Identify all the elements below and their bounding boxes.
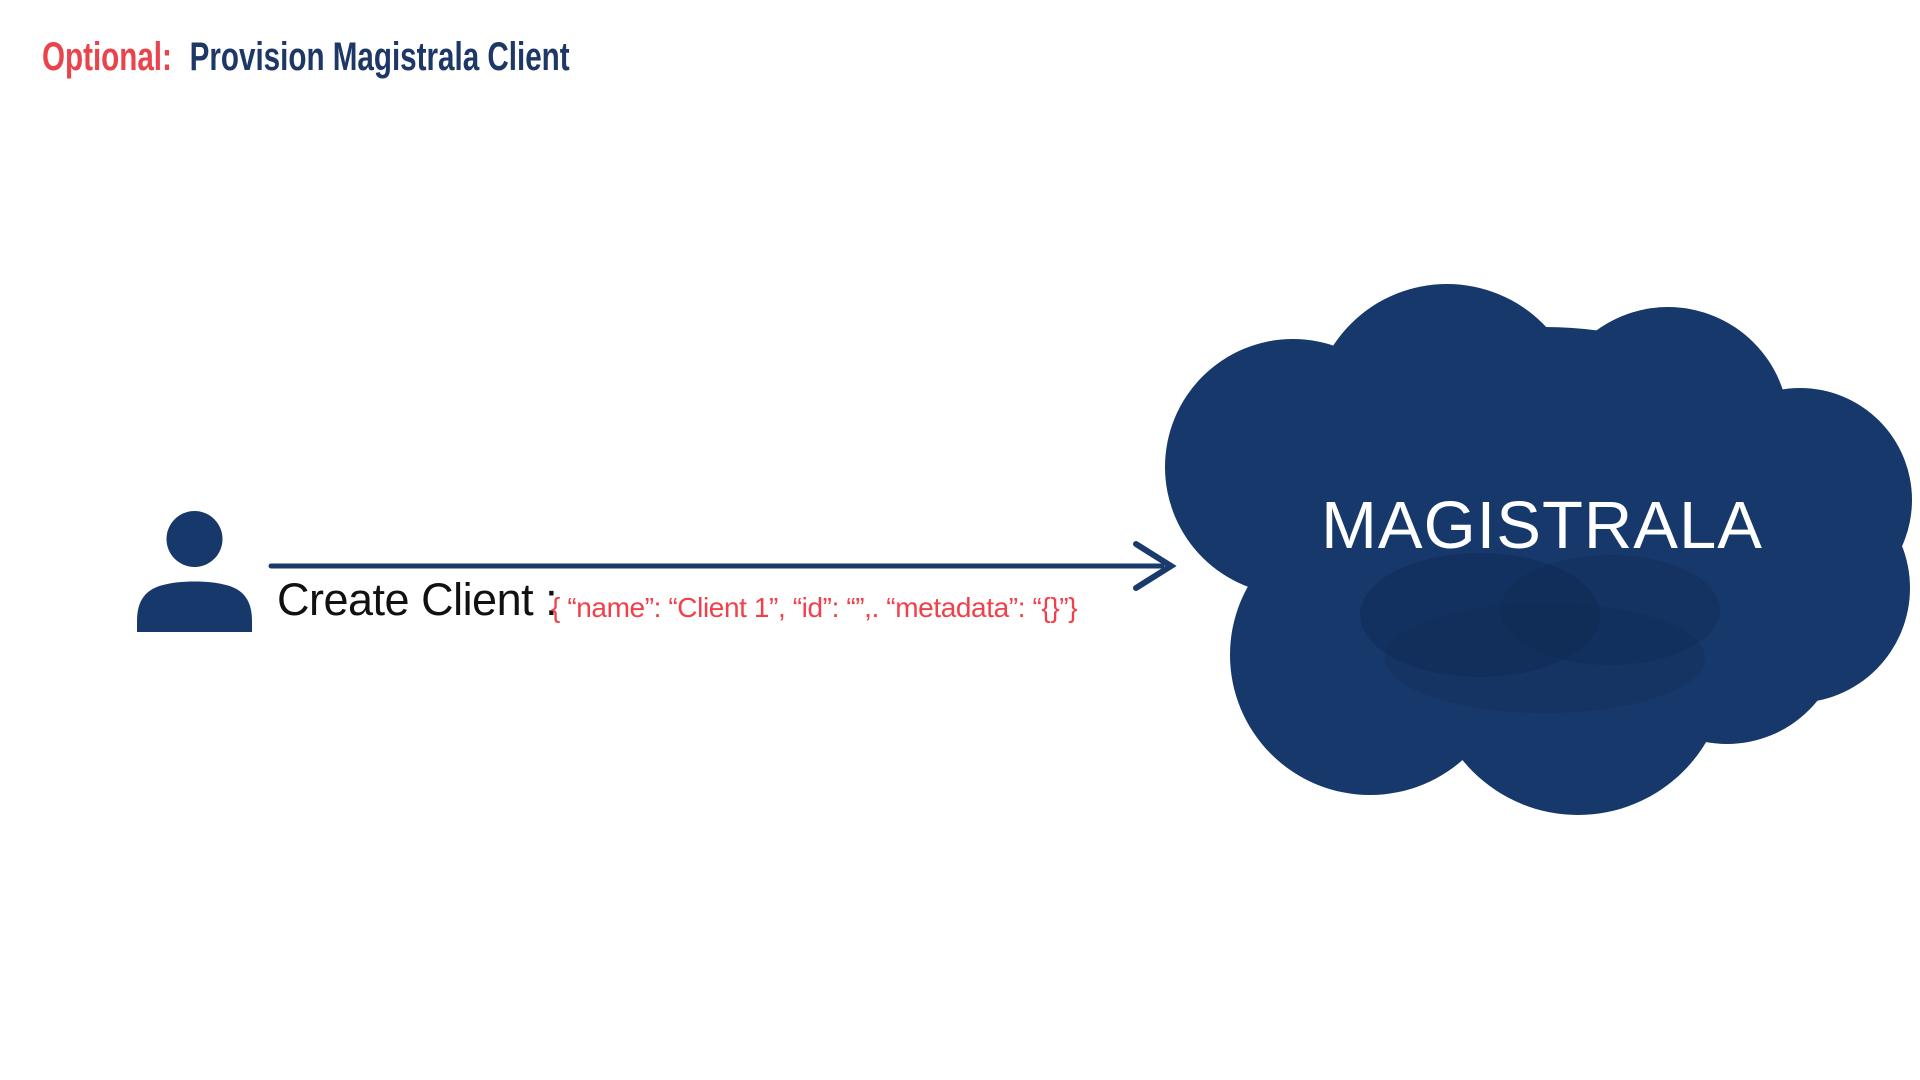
page-title: Optional: Provision Magistrala Client bbox=[42, 36, 570, 78]
title-text: Provision Magistrala Client bbox=[189, 35, 570, 79]
arrow-head-icon bbox=[1133, 541, 1177, 591]
payload-text: { “name”: “Client 1”, “id”: “”,. “metada… bbox=[551, 592, 1078, 623]
person-body bbox=[137, 581, 252, 632]
arrow-right-icon bbox=[268, 541, 1177, 591]
cloud-shape bbox=[1165, 284, 1912, 815]
optional-label: Optional: bbox=[42, 35, 172, 79]
cloud-watermark bbox=[1360, 553, 1720, 713]
person-icon bbox=[137, 511, 252, 632]
action-label: Create Client : bbox=[277, 574, 558, 625]
cloud-core bbox=[1280, 327, 1810, 683]
person-head bbox=[166, 511, 223, 567]
cloud-label: MAGISTRALA bbox=[1321, 488, 1763, 563]
